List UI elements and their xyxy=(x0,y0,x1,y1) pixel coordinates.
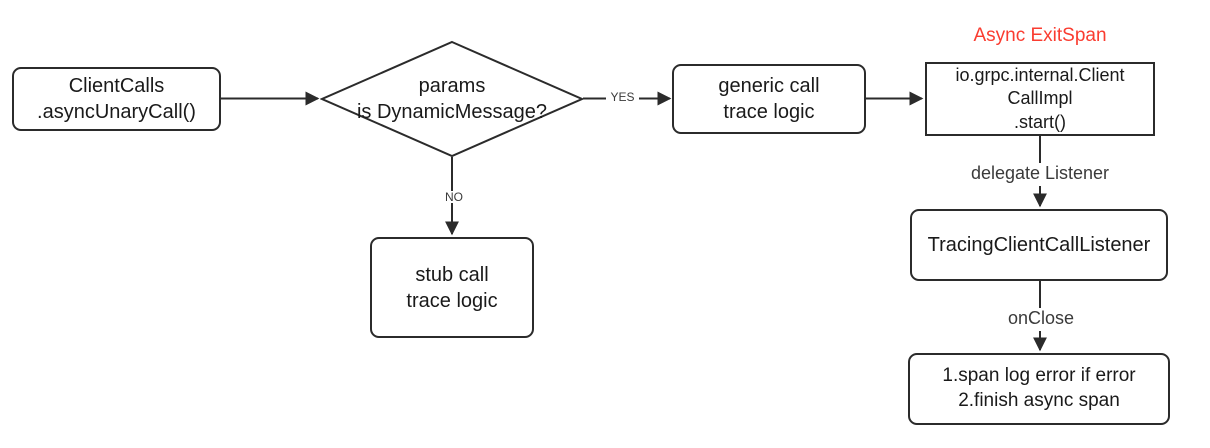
node-generic-call-trace-logic[interactable]: generic call trace logic xyxy=(672,64,866,134)
node-client-call-impl[interactable]: io.grpc.internal.Client CallImpl .start(… xyxy=(925,62,1155,136)
node-decision-dynamicmessage[interactable]: params is DynamicMessage? xyxy=(319,40,585,158)
edge-label-no: NO xyxy=(442,191,473,203)
edge-label-yes: YES xyxy=(606,91,639,103)
diamond-shape xyxy=(319,40,585,158)
edge-label-onclose: onClose xyxy=(995,309,1087,327)
annotation-async-exitspan: Async ExitSpan xyxy=(973,25,1107,46)
edge-label-delegate-listener: delegate Listener xyxy=(960,164,1120,182)
node-client-calls[interactable]: ClientCalls .asyncUnaryCall() xyxy=(12,67,221,131)
node-tracing-client-call-listener[interactable]: TracingClientCallListener xyxy=(910,209,1168,281)
node-stub-call-trace-logic[interactable]: stub call trace logic xyxy=(370,237,534,338)
node-final-actions[interactable]: 1.span log error if error 2.finish async… xyxy=(908,353,1170,425)
decision-label: params is DynamicMessage? xyxy=(356,75,548,123)
